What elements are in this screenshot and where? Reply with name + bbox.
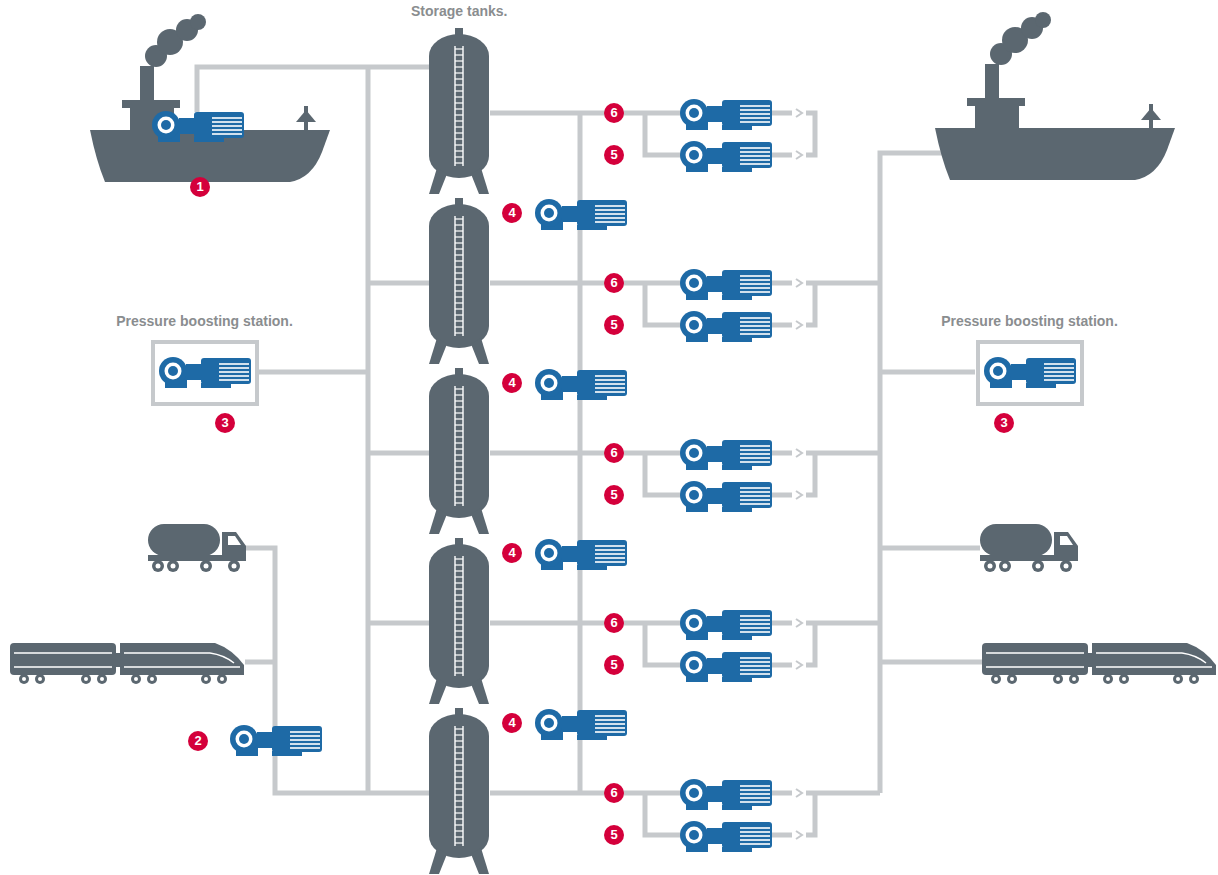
callout-number: 3: [215, 413, 235, 433]
tank-train: [10, 643, 244, 684]
station-heading: Pressure boosting station.: [114, 312, 295, 330]
station-outline: [151, 340, 259, 406]
callout-number: 4: [502, 373, 522, 393]
tank-train: [982, 643, 1216, 684]
callout-number: 5: [604, 485, 624, 505]
callout-number: 6: [604, 443, 624, 463]
tank-truck: [148, 524, 246, 572]
callout-number: 5: [604, 315, 624, 335]
station-box: Pressure boosting station.: [939, 312, 1120, 406]
callout-number: 3: [994, 413, 1014, 433]
station-heading: Pressure boosting station.: [939, 312, 1120, 330]
callout-number: 4: [502, 713, 522, 733]
callout-number: 2: [188, 731, 208, 751]
tanker-ship: [90, 14, 330, 182]
callout-number: 5: [604, 655, 624, 675]
group-caption: Storage tanks.: [411, 2, 507, 20]
station-outline: [976, 340, 1084, 406]
callout-number: 6: [604, 273, 624, 293]
storage-tanks: [429, 28, 489, 874]
callout-number: 5: [604, 825, 624, 845]
callout-number: 4: [502, 543, 522, 563]
flow-chevrons: [796, 109, 802, 839]
station-box: Pressure boosting station.: [114, 312, 295, 406]
callout-number: 1: [190, 177, 210, 197]
callout-number: 6: [604, 783, 624, 803]
callout-number: 6: [604, 103, 624, 123]
pipework: [197, 67, 985, 835]
tanker-ship: [935, 12, 1175, 180]
callout-number: 6: [604, 613, 624, 633]
pumps: [152, 99, 1076, 852]
callout-number: 5: [604, 145, 624, 165]
callout-number: 4: [502, 203, 522, 223]
tank-truck: [980, 524, 1078, 572]
